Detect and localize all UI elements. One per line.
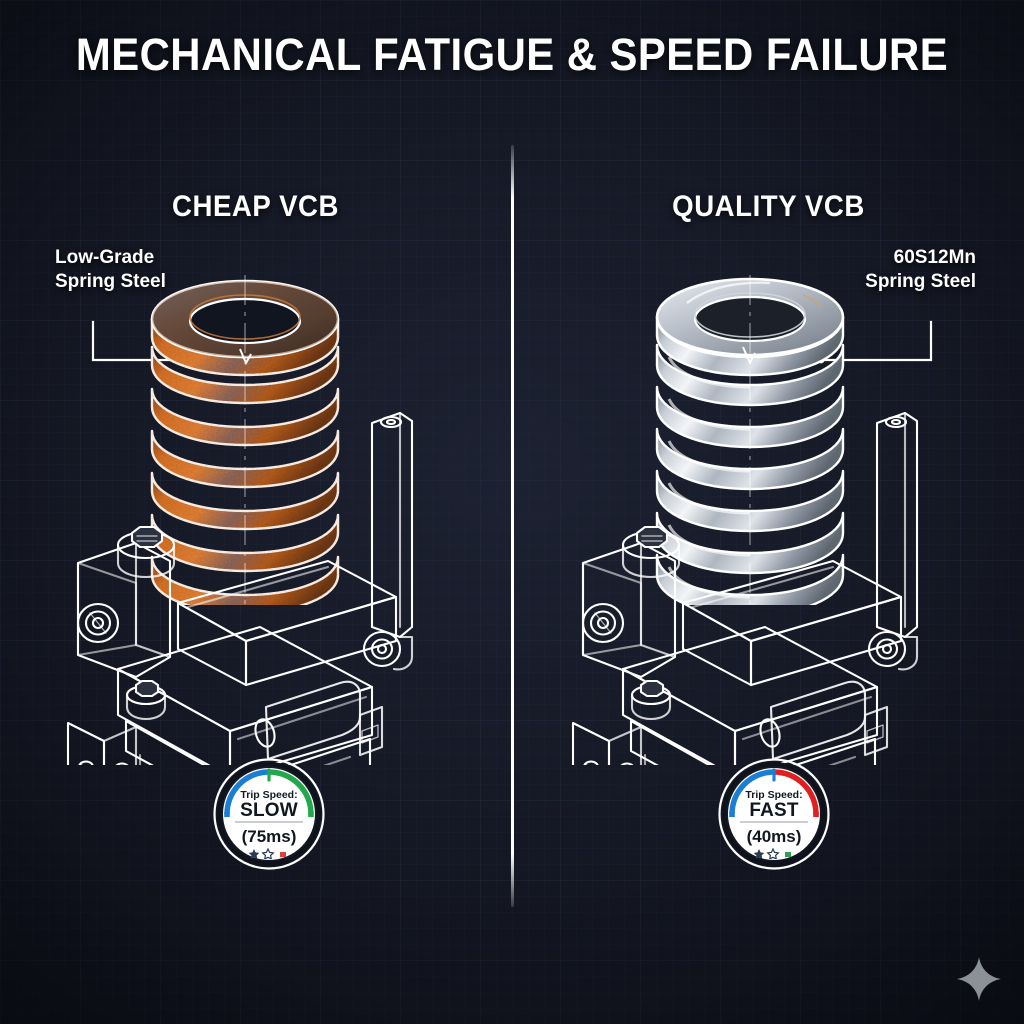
assembly-quality [571,275,919,765]
gauge-time-quality: (40ms) [746,827,802,846]
gauge-label-cheap: Trip Speed: [240,789,298,801]
page-title: MECHANICAL FATIGUE & SPEED FAILURE [75,29,949,80]
spring-quality [655,275,845,605]
panel-heading-cheap: CHEAP VCB [171,190,340,223]
gauge-quality: Trip Speed: FAST (40ms) [718,758,830,870]
mechanism-quality [571,411,919,765]
callout-label-quality: 60S12Mn Spring Steel [865,246,976,295]
callout-line-2: Spring Steel [865,271,976,293]
gauge-label-quality: Trip Speed: [745,789,803,801]
star-rating-quality [753,847,791,861]
callout-line-1: Low-Grade [55,247,155,268]
callout-label-cheap: Low-Grade Spring Steel [55,246,166,295]
gauge-time-cheap: (75ms) [241,827,297,846]
star-rating-cheap [248,847,286,861]
spring-top-ring-quality [655,277,845,377]
assembly-cheap [66,275,414,765]
spring-cheap [150,275,340,605]
gauge-face-cheap [213,758,325,870]
panel-heading-quality: QUALITY VCB [672,190,865,223]
sparkle-icon [957,957,1001,1001]
spring-top-ring-cheap [150,279,340,377]
callout-line-2: Spring Steel [55,271,166,293]
gauge-value-quality: FAST [749,800,799,821]
gauge-stars-quality [718,847,830,861]
gauge-stars-cheap [213,847,325,861]
gauge-cheap: Trip Speed: SLOW (75ms) [213,758,325,870]
panel-divider [511,145,514,907]
gauge-face-quality [718,758,830,870]
callout-line-1: 60S12Mn [893,247,976,268]
mechanism-cheap [66,411,414,765]
gauge-value-cheap: SLOW [240,800,298,821]
